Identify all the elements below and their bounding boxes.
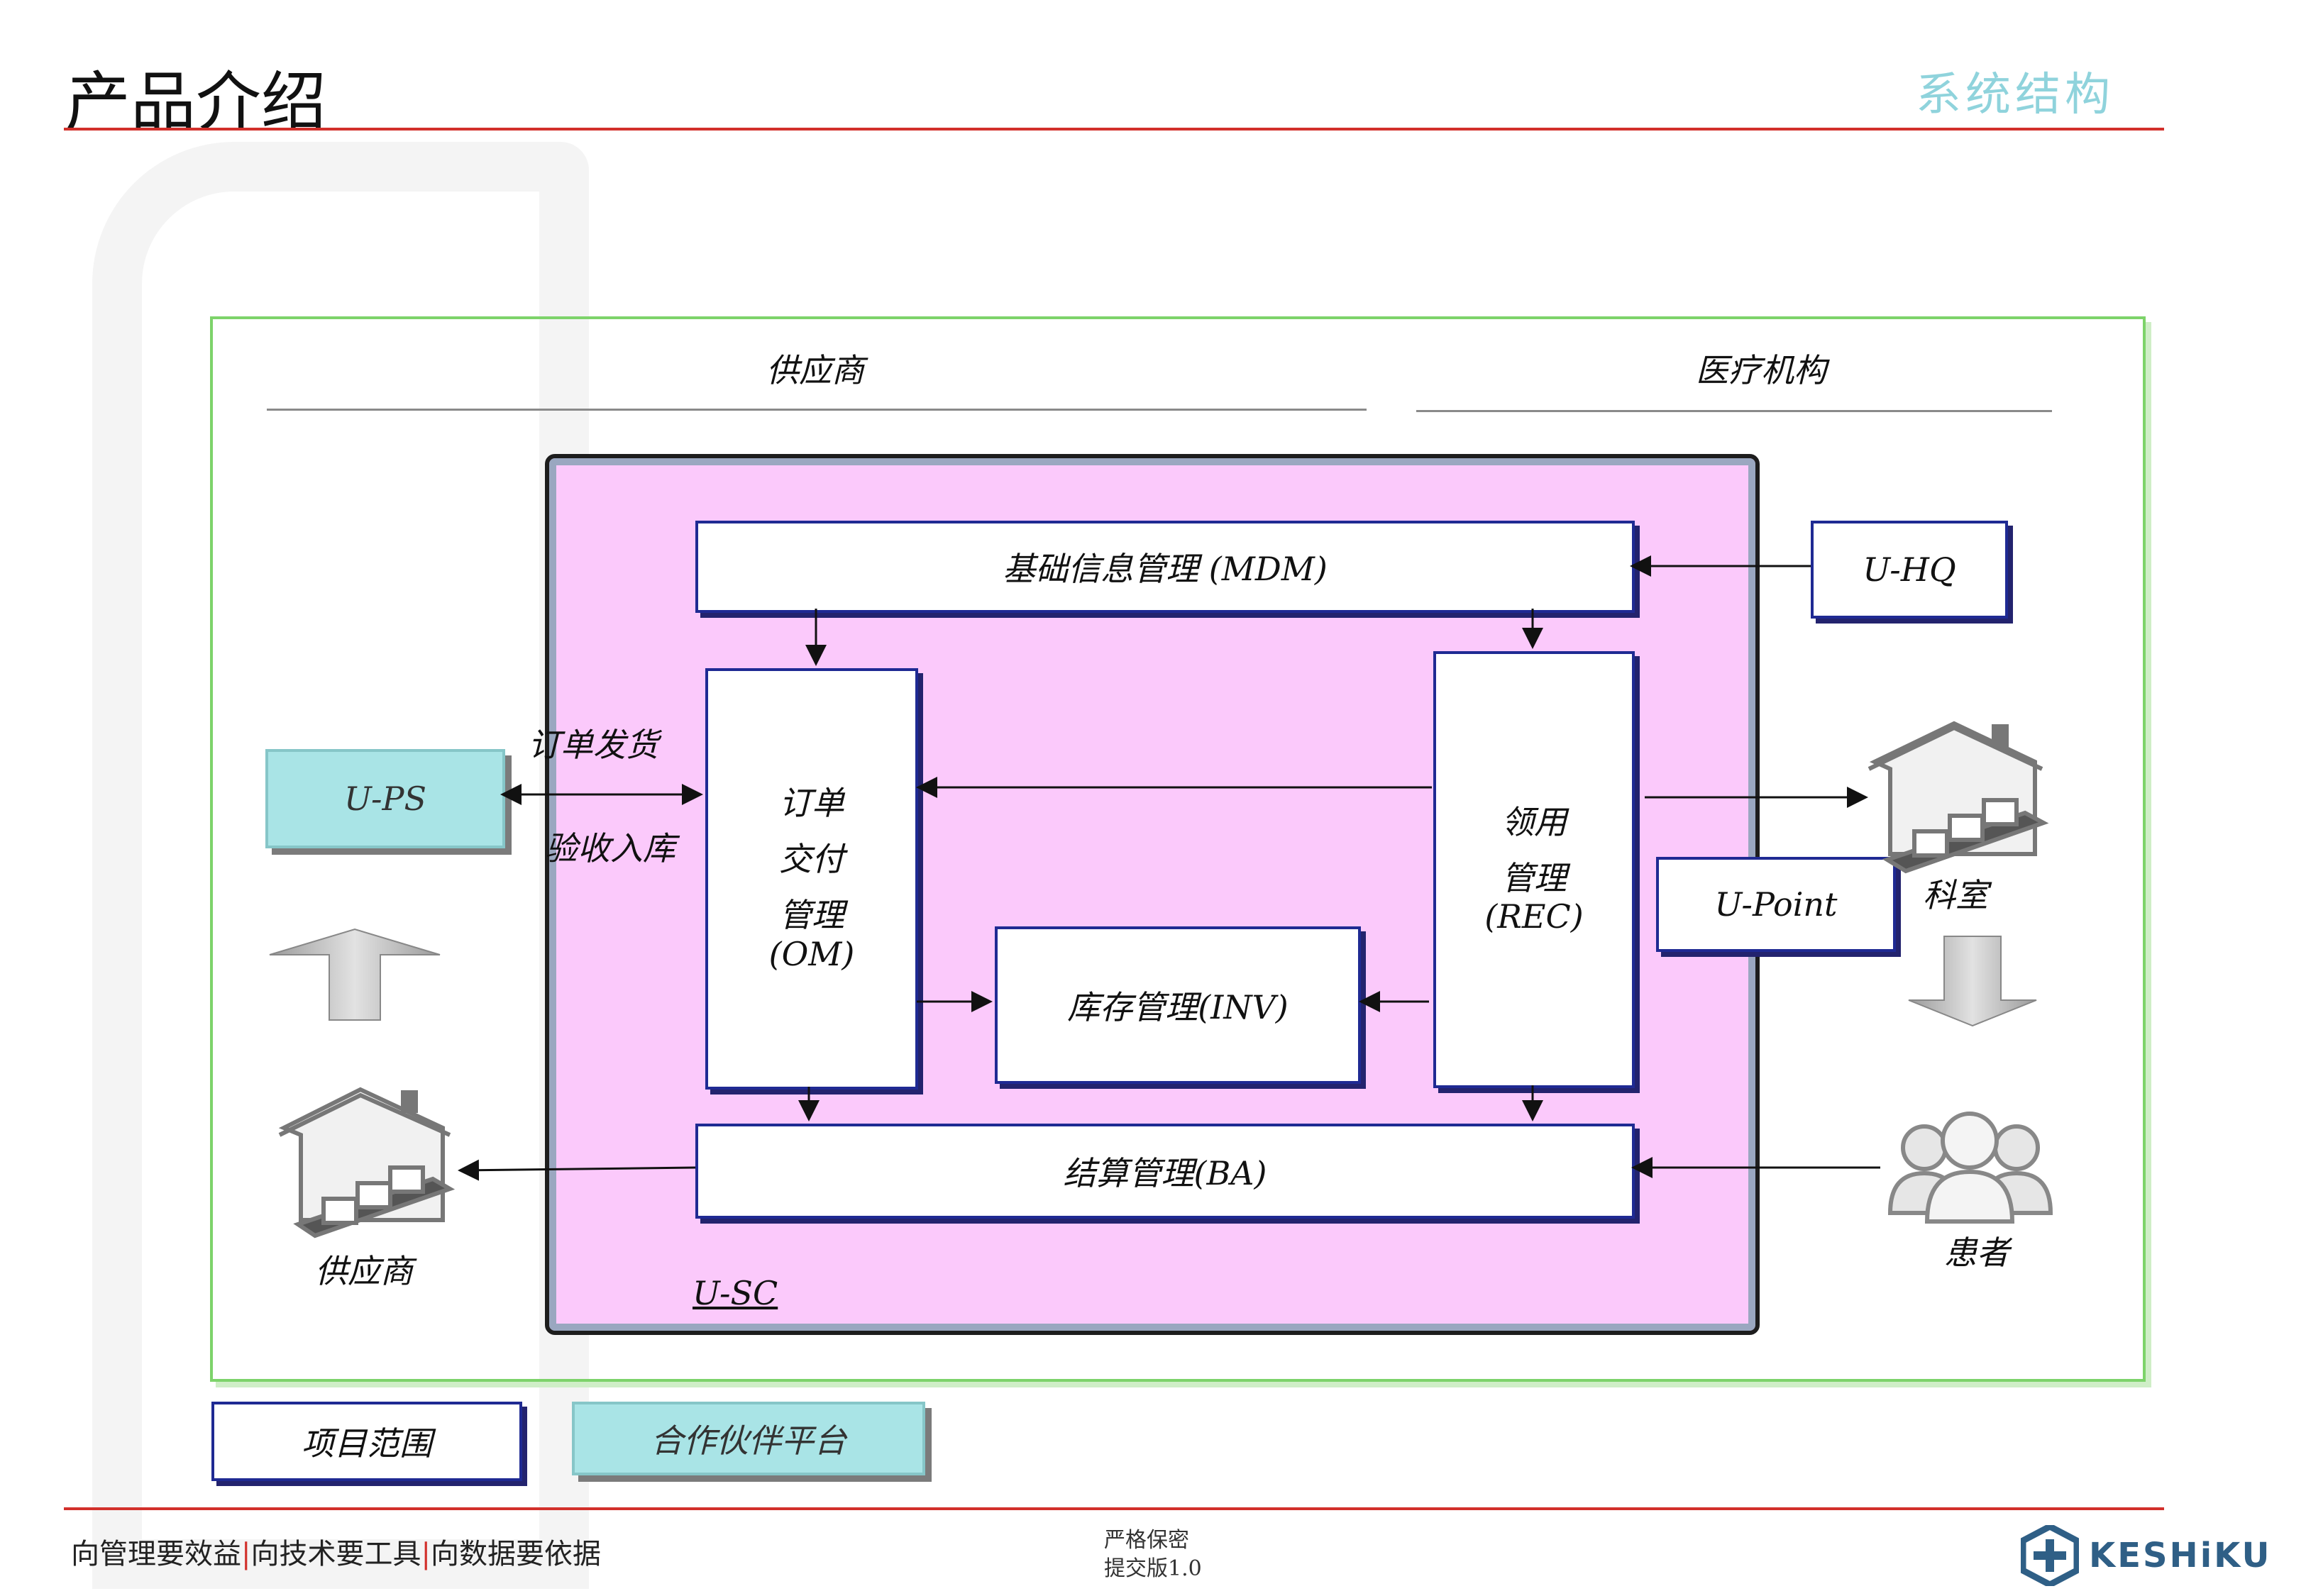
mdm-label: 基础信息管理 (MDM) xyxy=(1003,550,1328,588)
down-arrow-icon xyxy=(1908,936,2037,1027)
column-divider-supplier xyxy=(267,409,1367,411)
column-divider-medical xyxy=(1416,410,2052,412)
patients-icon xyxy=(1887,1112,2053,1224)
page-subtitle: 系统结构 xyxy=(1916,69,2114,121)
om-line-1: 订单 xyxy=(779,784,844,823)
om-line-4: (OM) xyxy=(768,934,855,973)
footer-version: 提交版1.0 xyxy=(1104,1556,1202,1581)
inv-label: 库存管理(INV) xyxy=(1067,988,1289,1026)
usc-label: U-SC xyxy=(693,1274,778,1312)
slogan-separator: | xyxy=(421,1538,431,1570)
slogan-1: 向管理要效益 xyxy=(71,1538,241,1570)
legend-partner: 合作伙伴平台 xyxy=(572,1402,925,1475)
header-divider xyxy=(64,128,2164,131)
warehouse-icon-department xyxy=(1868,721,2049,874)
upoint-box: U-Point xyxy=(1656,857,1896,952)
uhq-box: U-HQ xyxy=(1811,521,2008,619)
ups-label: U-PS xyxy=(344,780,426,818)
footer-divider xyxy=(64,1507,2164,1510)
ups-box: U-PS xyxy=(265,749,505,848)
inv-module: 库存管理(INV) xyxy=(995,926,1361,1084)
slogan-2: 向技术要工具 xyxy=(250,1538,421,1570)
column-head-supplier: 供应商 xyxy=(766,351,864,389)
mdm-module: 基础信息管理 (MDM) xyxy=(695,521,1635,613)
footer-slogan: 向管理要效益|向技术要工具|向数据要依据 xyxy=(71,1531,601,1572)
ba-label: 结算管理(BA) xyxy=(1063,1154,1267,1192)
ba-module: 结算管理(BA) xyxy=(695,1124,1635,1219)
upoint-label: U-Point xyxy=(1714,885,1838,924)
footer-logo: KESHiKU xyxy=(2021,1525,2272,1586)
up-arrow-icon xyxy=(269,928,441,1021)
rec-line-3: (REC) xyxy=(1484,897,1584,936)
om-line-3: 管理 xyxy=(779,896,844,934)
department-label: 科室 xyxy=(1923,876,1988,914)
supplier-icon-label: 供应商 xyxy=(315,1252,413,1290)
receive-label: 验收入库 xyxy=(545,829,675,868)
slogan-separator: | xyxy=(241,1538,251,1570)
arrow-ba-to-supplier xyxy=(458,1159,696,1181)
legend-scope-label: 项目范围 xyxy=(302,1424,432,1463)
footer-confidential: 严格保密 xyxy=(1104,1528,1189,1553)
warehouse-icon-supplier xyxy=(278,1087,456,1238)
rec-line-2: 管理 xyxy=(1501,858,1567,897)
rec-module: 领用 管理 (REC) xyxy=(1433,651,1635,1088)
order-ship-label: 订单发货 xyxy=(528,726,658,764)
om-module: 订单 交付 管理 (OM) xyxy=(705,668,918,1090)
column-head-medical: 医疗机构 xyxy=(1696,351,1826,389)
keshiku-logo-text: KESHiKU xyxy=(2089,1536,2272,1575)
rec-line-1: 领用 xyxy=(1501,802,1567,841)
slogan-3: 向数据要依据 xyxy=(430,1538,601,1570)
diagram-frame xyxy=(210,316,2146,1382)
om-line-2: 交付 xyxy=(779,840,844,879)
patient-label: 患者 xyxy=(1944,1234,2009,1272)
legend-partner-label: 合作伙伴平台 xyxy=(651,1422,846,1460)
keshiku-logo-icon xyxy=(2021,1525,2079,1586)
uhq-label: U-HQ xyxy=(1863,550,1956,589)
legend-scope: 项目范围 xyxy=(211,1402,522,1481)
